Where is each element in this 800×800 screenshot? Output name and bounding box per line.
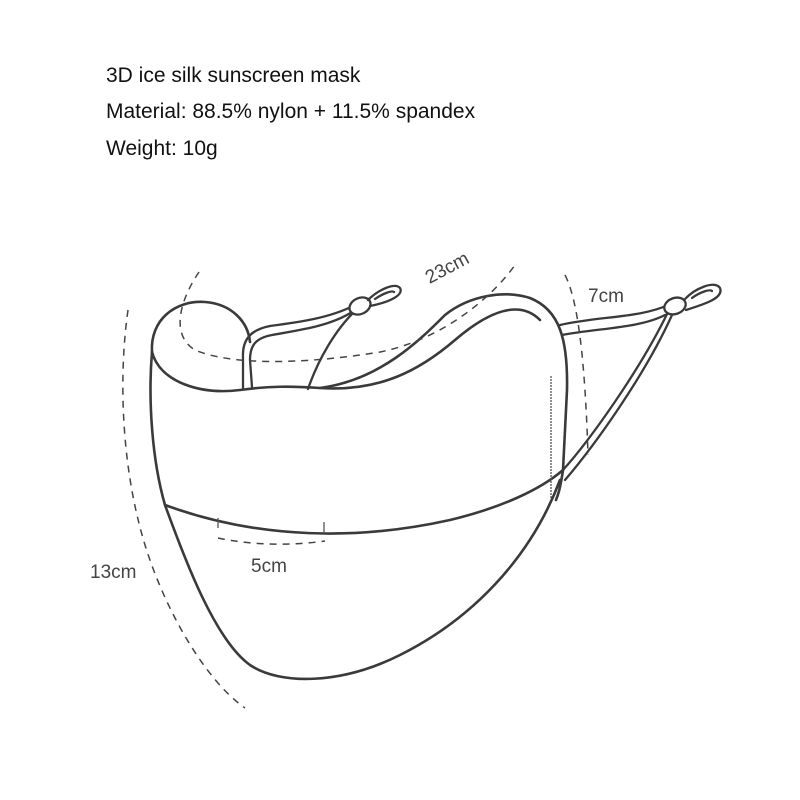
mask-right-lobe	[318, 293, 569, 472]
dim-13cm-arc	[122, 309, 246, 709]
mask-left-lobe	[150, 300, 252, 354]
mask-upper-band-edge	[150, 308, 542, 393]
ear-loop-right-inner	[560, 313, 667, 337]
ear-loop-left-strand	[306, 308, 358, 391]
mask-left-edge	[149, 350, 167, 507]
ear-loop-left-outer	[241, 303, 357, 390]
dim-23cm-arc	[179, 264, 516, 363]
ear-loop-right-outer	[558, 303, 670, 327]
product-title: 3D ice silk sunscreen mask	[106, 64, 361, 87]
toggle-right	[663, 296, 687, 316]
loop-end-right	[682, 283, 722, 312]
material-spec: Material: 88.5% nylon + 11.5% spandex	[106, 100, 476, 123]
mask-middle-seam	[163, 468, 565, 535]
ear-loop-left-inner	[248, 310, 354, 389]
mask-right-edge	[554, 468, 565, 502]
toggle-left	[348, 296, 372, 316]
dim-7cm-line	[564, 274, 589, 456]
dimension-label-height: 13cm	[90, 562, 137, 583]
dimension-label-nose-band: 5cm	[251, 556, 287, 577]
weight-spec: Weight: 10g	[106, 137, 218, 160]
dimension-label-ear-loop: 7cm	[588, 286, 624, 307]
ear-loop-right-strand	[561, 310, 670, 472]
dim-5cm-line	[217, 537, 326, 545]
mask-chin-curve	[163, 478, 562, 681]
loop-end-left	[366, 284, 402, 308]
